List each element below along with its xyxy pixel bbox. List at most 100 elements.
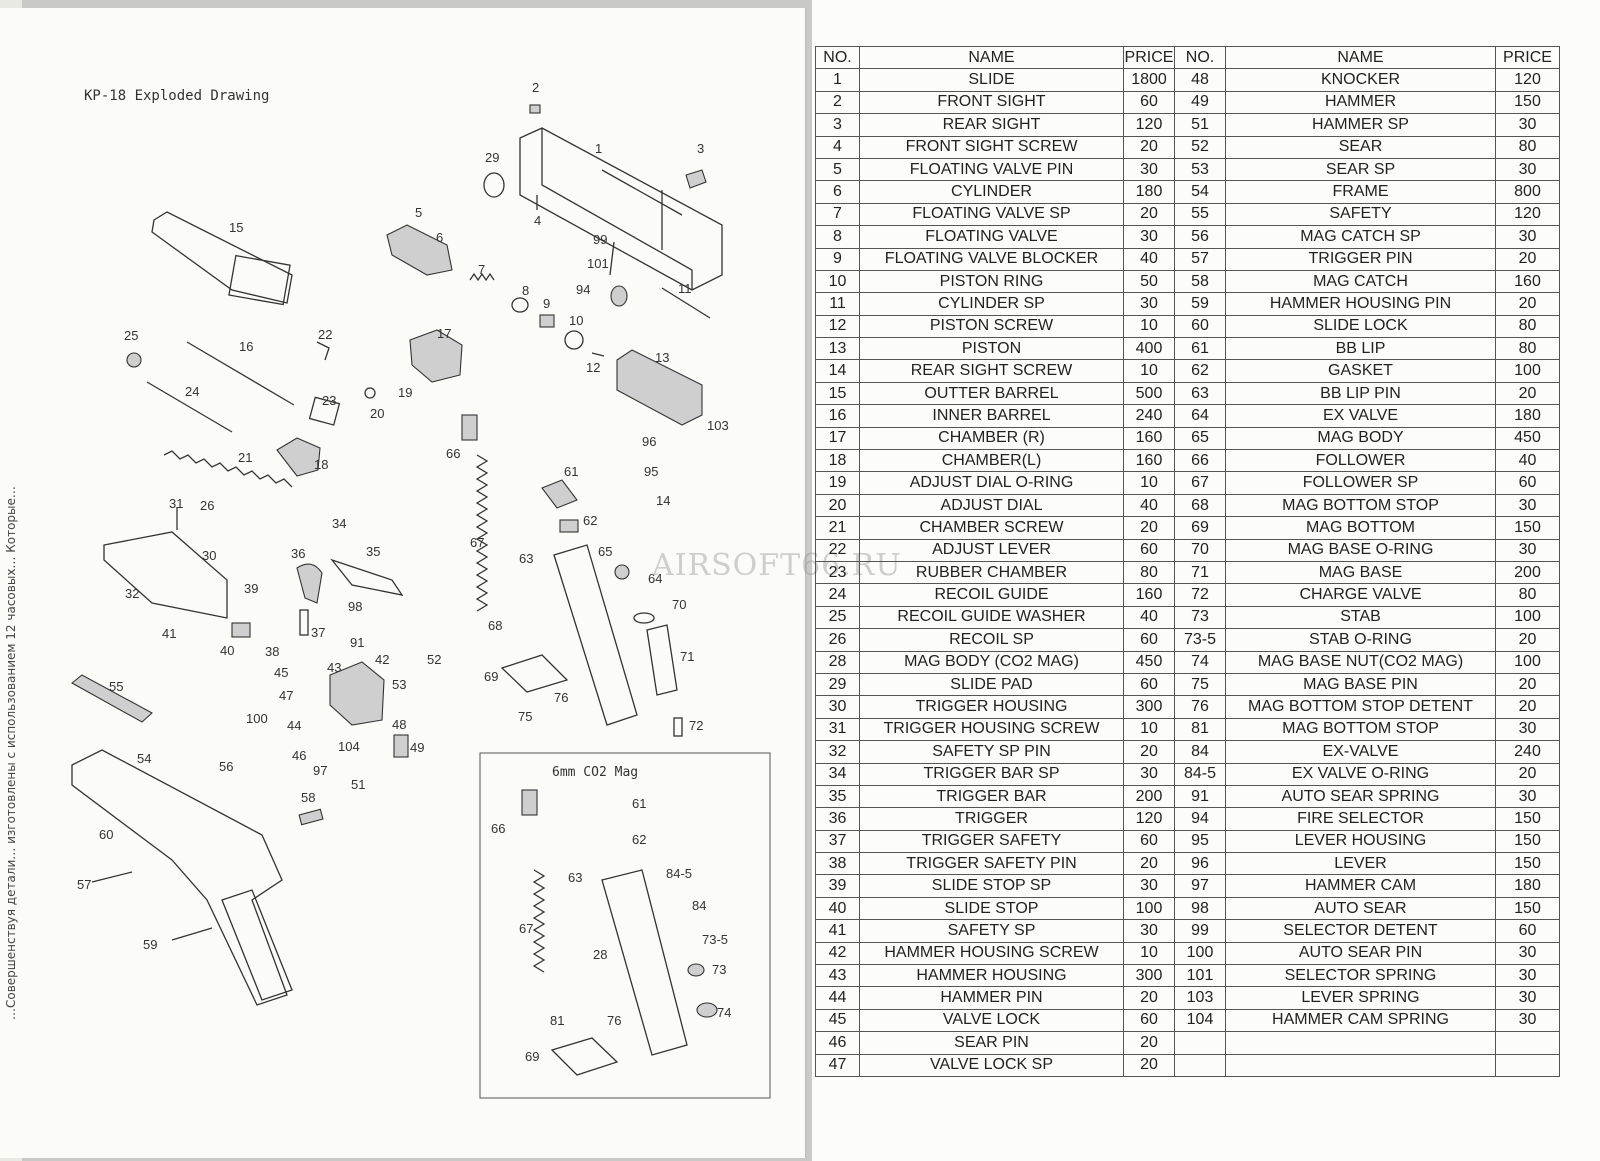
table-cell: 66	[1174, 449, 1226, 473]
bb-lip-part	[541, 479, 578, 509]
table-cell: 30	[1495, 964, 1560, 988]
table-cell: SLIDE STOP	[859, 896, 1124, 921]
table-cell: 450	[1495, 426, 1560, 451]
table-cell: 59	[1174, 292, 1226, 316]
table-cell: 40	[1123, 247, 1175, 271]
table-cell: 30	[1495, 493, 1560, 518]
part-label: 13	[655, 350, 669, 365]
trigger-safety-part	[299, 609, 309, 636]
table-cell: 240	[1123, 404, 1175, 428]
table-cell: 10	[1123, 359, 1175, 383]
table-cell: 72	[1174, 583, 1226, 607]
table-cell: 13	[815, 337, 860, 361]
table-cell: 58	[1174, 269, 1226, 294]
table-cell: 200	[1495, 560, 1560, 585]
table-cell: SAFETY SP PIN	[859, 740, 1124, 764]
trigger-pin-part	[91, 871, 133, 883]
table-cell: 69	[1174, 516, 1226, 540]
table-cell: 30	[1495, 1008, 1560, 1033]
part-label: 73	[712, 962, 726, 977]
part-label: 36	[291, 546, 305, 561]
table-cell: MAG CATCH	[1225, 269, 1496, 294]
table-cell: 62	[1174, 359, 1226, 383]
table-cell: TRIGGER SAFETY	[859, 829, 1124, 854]
table-cell: PISTON RING	[859, 269, 1124, 294]
part-label: 21	[238, 450, 252, 465]
table-cell: 45	[815, 1008, 860, 1033]
part-label: 43	[327, 660, 341, 675]
co2-mag-box	[479, 752, 771, 1099]
table-cell: 76	[1174, 695, 1226, 719]
table-cell: 3	[815, 113, 860, 137]
table-cell: 100	[1495, 359, 1560, 383]
table-cell: FRONT SIGHT	[859, 90, 1124, 115]
recoil-sp-part	[163, 450, 293, 488]
part-label: 46	[292, 748, 306, 763]
follower-sp-part	[475, 454, 489, 612]
part-label: 45	[274, 665, 288, 680]
part-label: 18	[314, 457, 328, 472]
part-label: 53	[392, 677, 406, 692]
table-cell: MAG BASE	[1225, 560, 1496, 585]
table-cell: 20	[1123, 740, 1175, 764]
table-cell: 150	[1495, 516, 1560, 540]
table-cell: 91	[1174, 784, 1226, 809]
table-cell: 73-5	[1174, 628, 1226, 652]
part-label: 17	[437, 326, 451, 341]
table-cell: 39	[815, 874, 860, 898]
table-cell	[1495, 1031, 1560, 1055]
part-label: 97	[313, 763, 327, 778]
table-cell: 80	[1495, 337, 1560, 361]
table-cell: SLIDE PAD	[859, 672, 1124, 697]
table-cell: 26	[815, 628, 860, 652]
table-cell: CHAMBER(L)	[859, 449, 1124, 473]
part-label: 54	[137, 751, 151, 766]
table-cell: ADJUST LEVER	[859, 538, 1124, 562]
slide-stop-part	[231, 622, 251, 638]
part-label: 7	[478, 262, 485, 277]
table-cell: 50	[1123, 269, 1175, 294]
table-cell: TRIGGER HOUSING	[859, 695, 1124, 719]
table-cell: RECOIL GUIDE	[859, 583, 1124, 607]
table-cell: EX VALVE	[1225, 404, 1496, 428]
part-label: 84	[692, 898, 706, 913]
table-cell: 60	[1123, 628, 1175, 652]
safety-part	[71, 674, 153, 723]
table-cell: TRIGGER	[859, 807, 1124, 831]
table-cell: 30	[1123, 225, 1175, 249]
part-label: 15	[229, 220, 243, 235]
table-cell: 6	[815, 180, 860, 204]
table-cell: PISTON	[859, 337, 1124, 361]
table-cell: ADJUST DIAL	[859, 493, 1124, 518]
table-cell: 120	[1495, 68, 1560, 92]
table-cell: TRIGGER HOUSING SCREW	[859, 717, 1124, 742]
table-cell: 180	[1123, 180, 1175, 204]
table-cell: 31	[815, 717, 860, 742]
table-cell: REAR SIGHT	[859, 113, 1124, 137]
part-label: 57	[77, 877, 91, 892]
part-label: 38	[265, 644, 279, 659]
rubber-chamber-part	[308, 396, 341, 426]
drawing-title: KP-18 Exploded Drawing	[84, 88, 270, 104]
part-label: 39	[244, 581, 258, 596]
table-cell: 120	[1495, 202, 1560, 227]
table-cell: 30	[815, 695, 860, 719]
table-cell: FOLLOWER	[1225, 449, 1496, 473]
table-cell: HAMMER HOUSING SCREW	[859, 941, 1124, 966]
table-cell: 30	[1123, 157, 1175, 182]
part-label: 49	[410, 740, 424, 755]
table-cell: 300	[1123, 964, 1175, 988]
part-label: 40	[220, 643, 234, 658]
table-cell: 10	[1123, 941, 1175, 966]
table-cell: 20	[1495, 762, 1560, 786]
